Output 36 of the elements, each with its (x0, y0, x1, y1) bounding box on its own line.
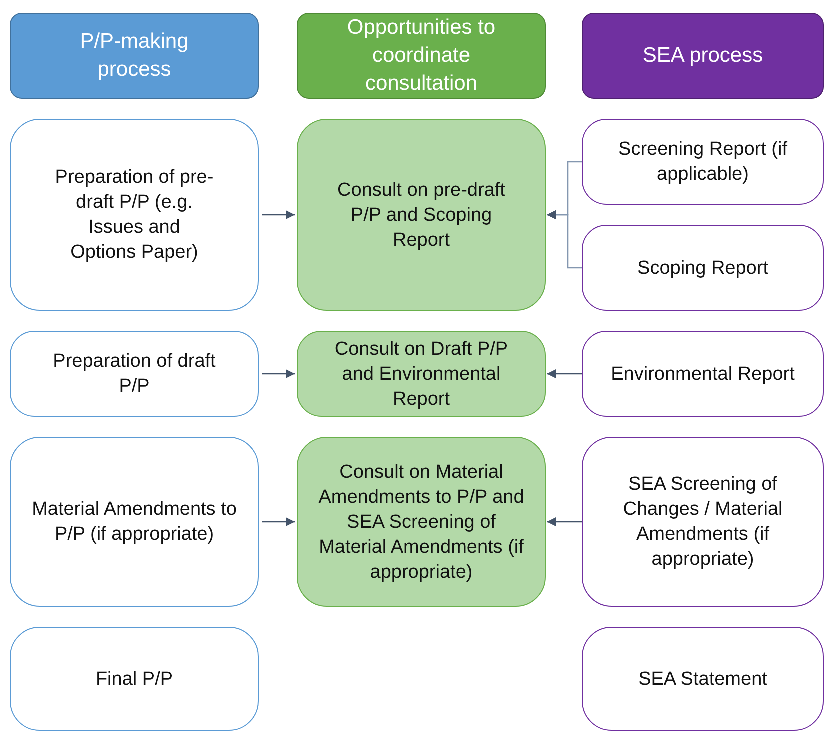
process-box (582, 437, 824, 607)
box-text: Consult on Draft P/P and Environmental Report (334, 338, 510, 412)
process-box (582, 331, 824, 417)
box-text: Final P/P (94, 668, 174, 692)
box-text: Screening Report (if applicable) (618, 138, 788, 187)
arrow (262, 369, 295, 379)
arrow (547, 517, 582, 527)
box-text: Opportunities to coordinate consultation (346, 15, 497, 97)
consultation-box (297, 119, 546, 311)
column-header (582, 13, 824, 99)
box-text: Material Amendments to P/P (if appropriate) (31, 498, 238, 547)
process-box (10, 437, 259, 607)
box-text: Consult on Material Amendments to P/P and SEA Screening of Material Amendments (if appropriate) (318, 460, 526, 584)
box-text: Consult on pre-draft P/P and Scoping Report (336, 178, 506, 252)
arrow (262, 517, 295, 527)
box-text: Environmental Report (610, 362, 796, 386)
process-box (582, 119, 824, 205)
box-text: SEA process (642, 43, 764, 69)
process-box (10, 331, 259, 417)
box-text: Scoping Report (636, 256, 770, 280)
process-box (582, 225, 824, 311)
arrow (262, 210, 295, 220)
process-box (582, 627, 824, 731)
arrow (547, 369, 582, 379)
column-header (297, 13, 546, 99)
box-text: SEA Screening of Changes / Material Amendments (if appropriate) (622, 473, 784, 572)
process-box (10, 627, 259, 731)
box-text: SEA Statement (638, 668, 768, 692)
process-box (10, 119, 259, 311)
box-text: P/P-making process (79, 29, 190, 83)
box-text: Preparation of pre-draft P/P (e.g. Issues and Options Paper) (54, 166, 215, 265)
column-header (10, 13, 259, 99)
consultation-box (297, 437, 546, 607)
consultation-box (297, 331, 546, 417)
box-text: Preparation of draft P/P (52, 350, 217, 399)
arrow (547, 210, 582, 269)
